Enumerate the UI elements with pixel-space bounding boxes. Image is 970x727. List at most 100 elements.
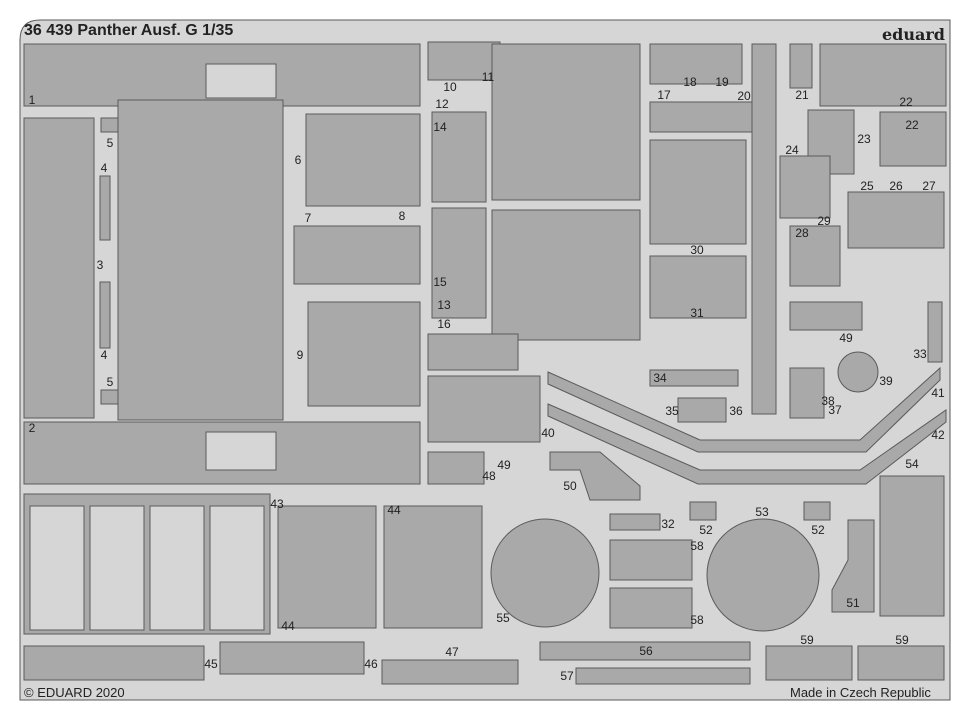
part-31 bbox=[649, 255, 747, 319]
part-number-label: 11 bbox=[481, 70, 495, 84]
part-20 bbox=[649, 101, 761, 133]
grille-mesh bbox=[29, 505, 85, 631]
part-number-label: 59 bbox=[800, 633, 814, 647]
part-6 bbox=[305, 113, 421, 207]
part-50 bbox=[549, 451, 641, 501]
part-number-label: 50 bbox=[563, 479, 577, 493]
part-52a bbox=[689, 501, 717, 521]
part-35-36 bbox=[677, 397, 727, 423]
part-number-label: 52 bbox=[811, 523, 825, 537]
part-number-label: 28 bbox=[795, 226, 809, 240]
part-number-label: 55 bbox=[496, 611, 510, 625]
part-30 bbox=[649, 139, 747, 245]
part-47 bbox=[381, 659, 519, 685]
part-number-label: 56 bbox=[639, 644, 653, 658]
product-title: 36 439 Panther Ausf. G 1/35 bbox=[24, 22, 234, 39]
part-44a bbox=[277, 505, 377, 629]
part-4b bbox=[99, 281, 111, 349]
part-number-label: 35 bbox=[665, 404, 679, 418]
part-28-29 bbox=[789, 225, 841, 287]
part-22a bbox=[819, 43, 947, 107]
part-number-label: 9 bbox=[296, 348, 304, 362]
hull-panel bbox=[117, 99, 284, 421]
brand-logo: eduard bbox=[882, 25, 945, 44]
part-number-label: 3 bbox=[96, 258, 104, 272]
part-number-label: 18 bbox=[683, 75, 697, 89]
origin-text: Made in Czech Republic bbox=[790, 685, 931, 700]
part-number-label: 42 bbox=[931, 428, 945, 442]
part-54 bbox=[879, 475, 945, 617]
part-number-label: 47 bbox=[445, 645, 459, 659]
part-21 bbox=[789, 43, 813, 89]
part-number-label: 49 bbox=[497, 458, 511, 472]
center-bar bbox=[751, 43, 777, 415]
hull-hatch bbox=[205, 63, 277, 99]
part-number-label: 26 bbox=[889, 179, 903, 193]
part-number-label: 58 bbox=[690, 613, 704, 627]
part-51 bbox=[831, 519, 875, 613]
part-number-label: 53 bbox=[755, 505, 769, 519]
part-58a bbox=[609, 539, 693, 581]
part-number-label: 16 bbox=[437, 317, 451, 331]
copyright-text: © EDUARD 2020 bbox=[24, 685, 125, 700]
part-40 bbox=[427, 375, 541, 443]
part-17-19 bbox=[649, 43, 743, 85]
part-41 bbox=[547, 366, 941, 453]
part-3 bbox=[23, 117, 95, 419]
part-number-label: 31 bbox=[690, 306, 704, 320]
part-number-label: 38 bbox=[821, 394, 835, 408]
part-55 bbox=[490, 518, 600, 628]
part-number-label: 40 bbox=[541, 426, 555, 440]
part-number-label: 45 bbox=[204, 657, 218, 671]
part-number-label: 36 bbox=[729, 404, 743, 418]
grille-mesh bbox=[149, 505, 205, 631]
part-number-label: 39 bbox=[879, 374, 893, 388]
part-number-label: 52 bbox=[699, 523, 713, 537]
part-10-11 bbox=[427, 41, 501, 81]
part-number-label: 1 bbox=[28, 93, 36, 107]
part-34 bbox=[649, 369, 739, 387]
part-number-label: 4 bbox=[100, 161, 108, 175]
part-number-label: 30 bbox=[690, 243, 704, 257]
part-number-label: 6 bbox=[294, 153, 302, 167]
part-number-label: 29 bbox=[817, 214, 831, 228]
part-24 bbox=[779, 155, 831, 219]
part-number-label: 57 bbox=[560, 669, 574, 683]
part-number-label: 44 bbox=[387, 503, 401, 517]
part-number-label: 13 bbox=[437, 298, 451, 312]
part-number-label: 43 bbox=[270, 497, 284, 511]
part-number-label: 2 bbox=[28, 421, 36, 435]
part-number-label: 49 bbox=[839, 331, 853, 345]
part-12-14 bbox=[431, 111, 487, 203]
part-58b bbox=[609, 587, 693, 629]
part-number-label: 41 bbox=[931, 386, 945, 400]
part-number-label: 15 bbox=[433, 275, 447, 289]
part-number-label: 27 bbox=[922, 179, 936, 193]
part-number-label: 24 bbox=[785, 143, 799, 157]
part-25-27 bbox=[847, 191, 945, 249]
part-number-label: 51 bbox=[846, 596, 860, 610]
part-number-label: 12 bbox=[435, 97, 449, 111]
part-33 bbox=[927, 301, 943, 363]
part-49a bbox=[789, 301, 863, 331]
part-number-label: 23 bbox=[857, 132, 871, 146]
part-number-label: 37 bbox=[828, 403, 842, 417]
part-number-label: 8 bbox=[398, 209, 406, 223]
part-number-label: 44 bbox=[281, 619, 295, 633]
part-9 bbox=[307, 301, 421, 407]
part-32 bbox=[609, 513, 661, 531]
part-number-label: 46 bbox=[364, 657, 378, 671]
part-number-label: 17 bbox=[657, 88, 671, 102]
part-7-8 bbox=[293, 225, 421, 285]
part-number-label: 4 bbox=[100, 348, 108, 362]
part-number-label: 22 bbox=[899, 95, 913, 109]
part-56 bbox=[539, 641, 751, 661]
part-4a bbox=[99, 175, 111, 241]
part-22b bbox=[879, 111, 947, 167]
part-42 bbox=[547, 403, 947, 485]
part-44b bbox=[383, 505, 483, 629]
part-48 bbox=[427, 451, 485, 485]
part-number-label: 25 bbox=[860, 179, 874, 193]
part-59a bbox=[765, 645, 853, 681]
hull-hatch bbox=[205, 431, 277, 471]
